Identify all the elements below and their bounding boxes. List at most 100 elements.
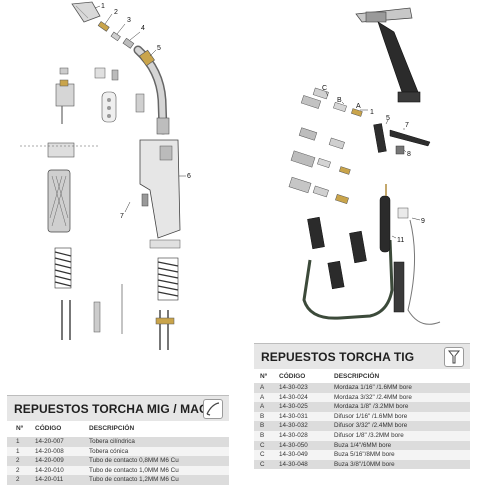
mig-parts-panel: REPUESTOS TORCHA MIG / MAG Nº CÓDIGO DES… — [7, 395, 229, 500]
tig-exploded-view: C B A 1 5 7 8 9 11 — [288, 7, 441, 325]
row-number: B — [260, 412, 265, 420]
tig-label: A — [356, 103, 361, 110]
col-header-code: CÓDIGO — [35, 425, 62, 432]
mig-nozzle — [71, 1, 101, 23]
row-code: 14-30-049 — [279, 451, 308, 459]
row-number: A — [260, 384, 265, 391]
table-row: 1 14-20-008 Tobera cónica — [7, 446, 229, 457]
tig-label: B — [337, 97, 342, 104]
table-row: 2 14-20-009 Tubo de contacto 0,8MM M6 Cu — [7, 456, 229, 466]
row-description: Tubo de contacto 1,0MM M6 Cu — [89, 466, 179, 474]
row-number: A — [260, 403, 265, 411]
row-description: Tubo de contacto 1,2MM M6 Cu — [89, 476, 179, 484]
tig-label: 8 — [407, 151, 411, 158]
mig-springs — [54, 247, 179, 301]
mig-exploded-view: 1 2 3 4 5 6 7 — [20, 1, 191, 350]
row-code: 14-30-028 — [279, 431, 308, 439]
mig-small-parts — [55, 67, 145, 124]
row-number: 2 — [16, 457, 20, 465]
col-header-number: Nº — [260, 373, 268, 380]
tig-label: 7 — [405, 122, 409, 129]
row-description: Mordaza 1/16" /1.6MM bore — [334, 384, 412, 391]
mig-parts-table: 1 14-20-007 Tobera cilíndrica 1 14-20-008 To… — [7, 437, 229, 485]
row-code: 14-30-048 — [279, 460, 308, 468]
tig-label: 1 — [370, 109, 374, 116]
tig-panel-title: REPUESTOS TORCHA TIG — [261, 350, 415, 364]
mig-label: 1 — [101, 3, 105, 10]
tig-label: 5 — [386, 115, 390, 122]
row-code: 14-20-010 — [35, 466, 64, 474]
table-row: B 14-30-031 Difusor 1/16" /1.6MM bore — [254, 411, 470, 422]
row-description: Tubo de contacto 0,8MM M6 Cu — [89, 457, 179, 465]
row-code: 14-20-008 — [35, 447, 64, 455]
row-description: Tobera cilíndrica — [89, 438, 135, 445]
tig-label: C — [322, 85, 327, 92]
mig-label: 6 — [187, 173, 191, 180]
torch-icon — [444, 347, 464, 367]
row-description: Mordaza 1/8" /3.2MM bore — [334, 403, 409, 411]
row-number: A — [260, 393, 265, 401]
row-description: Buza 5/16"/8MM bore — [334, 451, 395, 459]
mig-panel-title: REPUESTOS TORCHA MIG / MAG — [14, 402, 209, 416]
row-number: C — [260, 460, 265, 468]
tig-parts-panel: REPUESTOS TORCHA TIG Nº CÓDIGO DESCRIPCI… — [254, 343, 470, 500]
col-header-code: CÓDIGO — [279, 373, 306, 380]
table-row: C 14-30-049 Buza 5/16"/8MM bore — [254, 450, 470, 460]
tig-hose-assembly — [302, 184, 441, 325]
row-number: 1 — [16, 447, 20, 455]
mig-swan-neck — [133, 45, 170, 135]
col-header-number: Nº — [16, 425, 24, 432]
mig-handle-body — [139, 139, 181, 249]
tig-assembled-torch — [355, 7, 421, 103]
row-number: B — [260, 422, 265, 430]
mig-label: 7 — [120, 213, 124, 220]
table-row: A 14-30-023 Mordaza 1/16" /1.6MM bore — [254, 383, 470, 393]
torch-icon — [447, 350, 461, 364]
mig-contact-tips — [97, 21, 135, 49]
row-number: C — [260, 451, 265, 459]
row-description: Mordaza 3/32" /2.4MM bore — [334, 393, 412, 401]
row-code: 14-20-007 — [35, 438, 64, 445]
table-row: A 14-30-025 Mordaza 1/8" /3.2MM bore — [254, 402, 470, 412]
col-header-description: DESCRIPCIÓN — [334, 373, 380, 380]
table-row: C 14-30-050 Buza 1/4"/6MM bore — [254, 440, 470, 451]
row-description: Difusor 1/16" /1.6MM bore — [334, 412, 408, 420]
row-description: Buza 1/4"/6MM bore — [334, 441, 392, 449]
row-number: B — [260, 431, 265, 439]
mig-handle-grip — [20, 142, 100, 233]
tig-labels: C B A 1 5 7 8 9 11 — [322, 85, 425, 244]
row-code: 14-30-031 — [279, 412, 308, 420]
tig-small-torch — [373, 123, 431, 155]
col-header-description: DESCRIPCIÓN — [89, 425, 135, 432]
table-row: C 14-30-048 Buza 3/8"/10MM bore — [254, 459, 470, 470]
mig-label: 2 — [114, 9, 118, 16]
mig-torch-icon — [203, 399, 223, 419]
tig-leader-lines — [325, 91, 421, 239]
row-code: 14-30-025 — [279, 403, 308, 411]
tig-label: 9 — [421, 218, 425, 225]
row-code: 14-30-023 — [279, 384, 308, 391]
tig-panel-header: REPUESTOS TORCHA TIG — [254, 343, 470, 369]
mig-torch-icon — [206, 402, 220, 416]
row-number: C — [260, 441, 265, 449]
row-code: 14-30-032 — [279, 422, 308, 430]
mig-label: 5 — [157, 45, 161, 52]
row-number: 2 — [16, 466, 20, 474]
mig-label: 3 — [127, 17, 131, 24]
row-description: Buza 3/8"/10MM bore — [334, 460, 395, 468]
row-description: Tobera cónica — [89, 447, 129, 455]
mig-leader-lines — [94, 5, 186, 213]
tig-label: 11 — [397, 237, 404, 244]
row-code: 14-30-050 — [279, 441, 308, 449]
row-code: 14-20-011 — [35, 476, 64, 484]
mig-panel-header: REPUESTOS TORCHA MIG / MAG — [7, 395, 229, 421]
tig-collet-parts — [288, 87, 363, 205]
row-code: 14-20-009 — [35, 457, 64, 465]
